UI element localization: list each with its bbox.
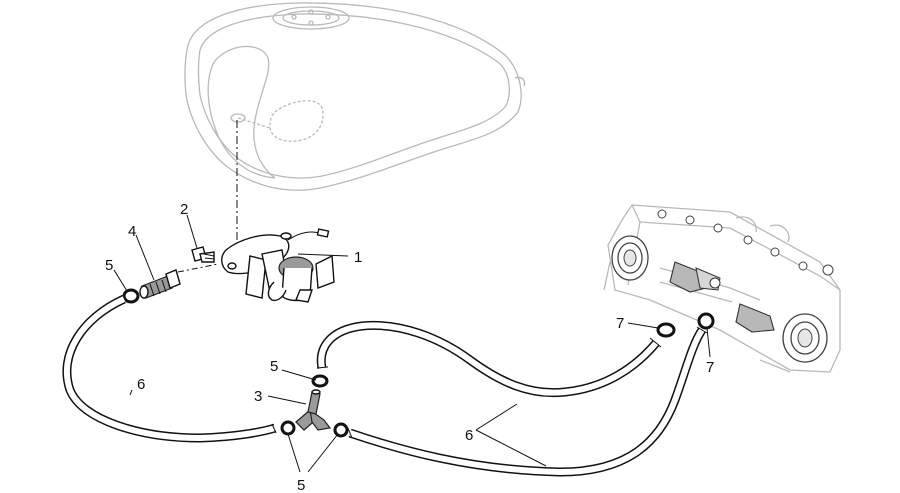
callout-7-left: 7 [616, 315, 624, 332]
throttle-body-assembly [603, 204, 841, 373]
callout-3: 3 [254, 388, 262, 405]
fuel-pump [221, 228, 335, 303]
callout-6-left: 6 [137, 376, 145, 393]
callout-5-bottom: 5 [297, 477, 305, 493]
callout-1: 1 [354, 249, 362, 266]
fuel-tank [184, 2, 526, 191]
hose-lower-right [347, 326, 708, 477]
clamp-center-right [333, 422, 349, 438]
callout-7-right: 7 [706, 359, 714, 376]
hose-left [62, 294, 277, 443]
callout-2: 2 [180, 201, 188, 218]
clamp-throttle-left [656, 322, 676, 338]
hose-fitting [139, 269, 181, 299]
clamp-throttle-right [697, 312, 715, 330]
bolt [191, 246, 215, 263]
t-fitting [295, 389, 332, 431]
leader-lines [113, 214, 711, 473]
callout-6-right: 6 [465, 427, 473, 444]
clamp-center-left [280, 420, 296, 436]
callout-5-left: 5 [105, 257, 113, 274]
callout-4: 4 [128, 223, 136, 240]
callout-5-center: 5 [270, 358, 278, 375]
alignment-line-pump [177, 263, 219, 273]
hose-upper-middle [316, 320, 662, 398]
clamp-center-top [311, 374, 329, 388]
clamp-left [122, 288, 140, 304]
